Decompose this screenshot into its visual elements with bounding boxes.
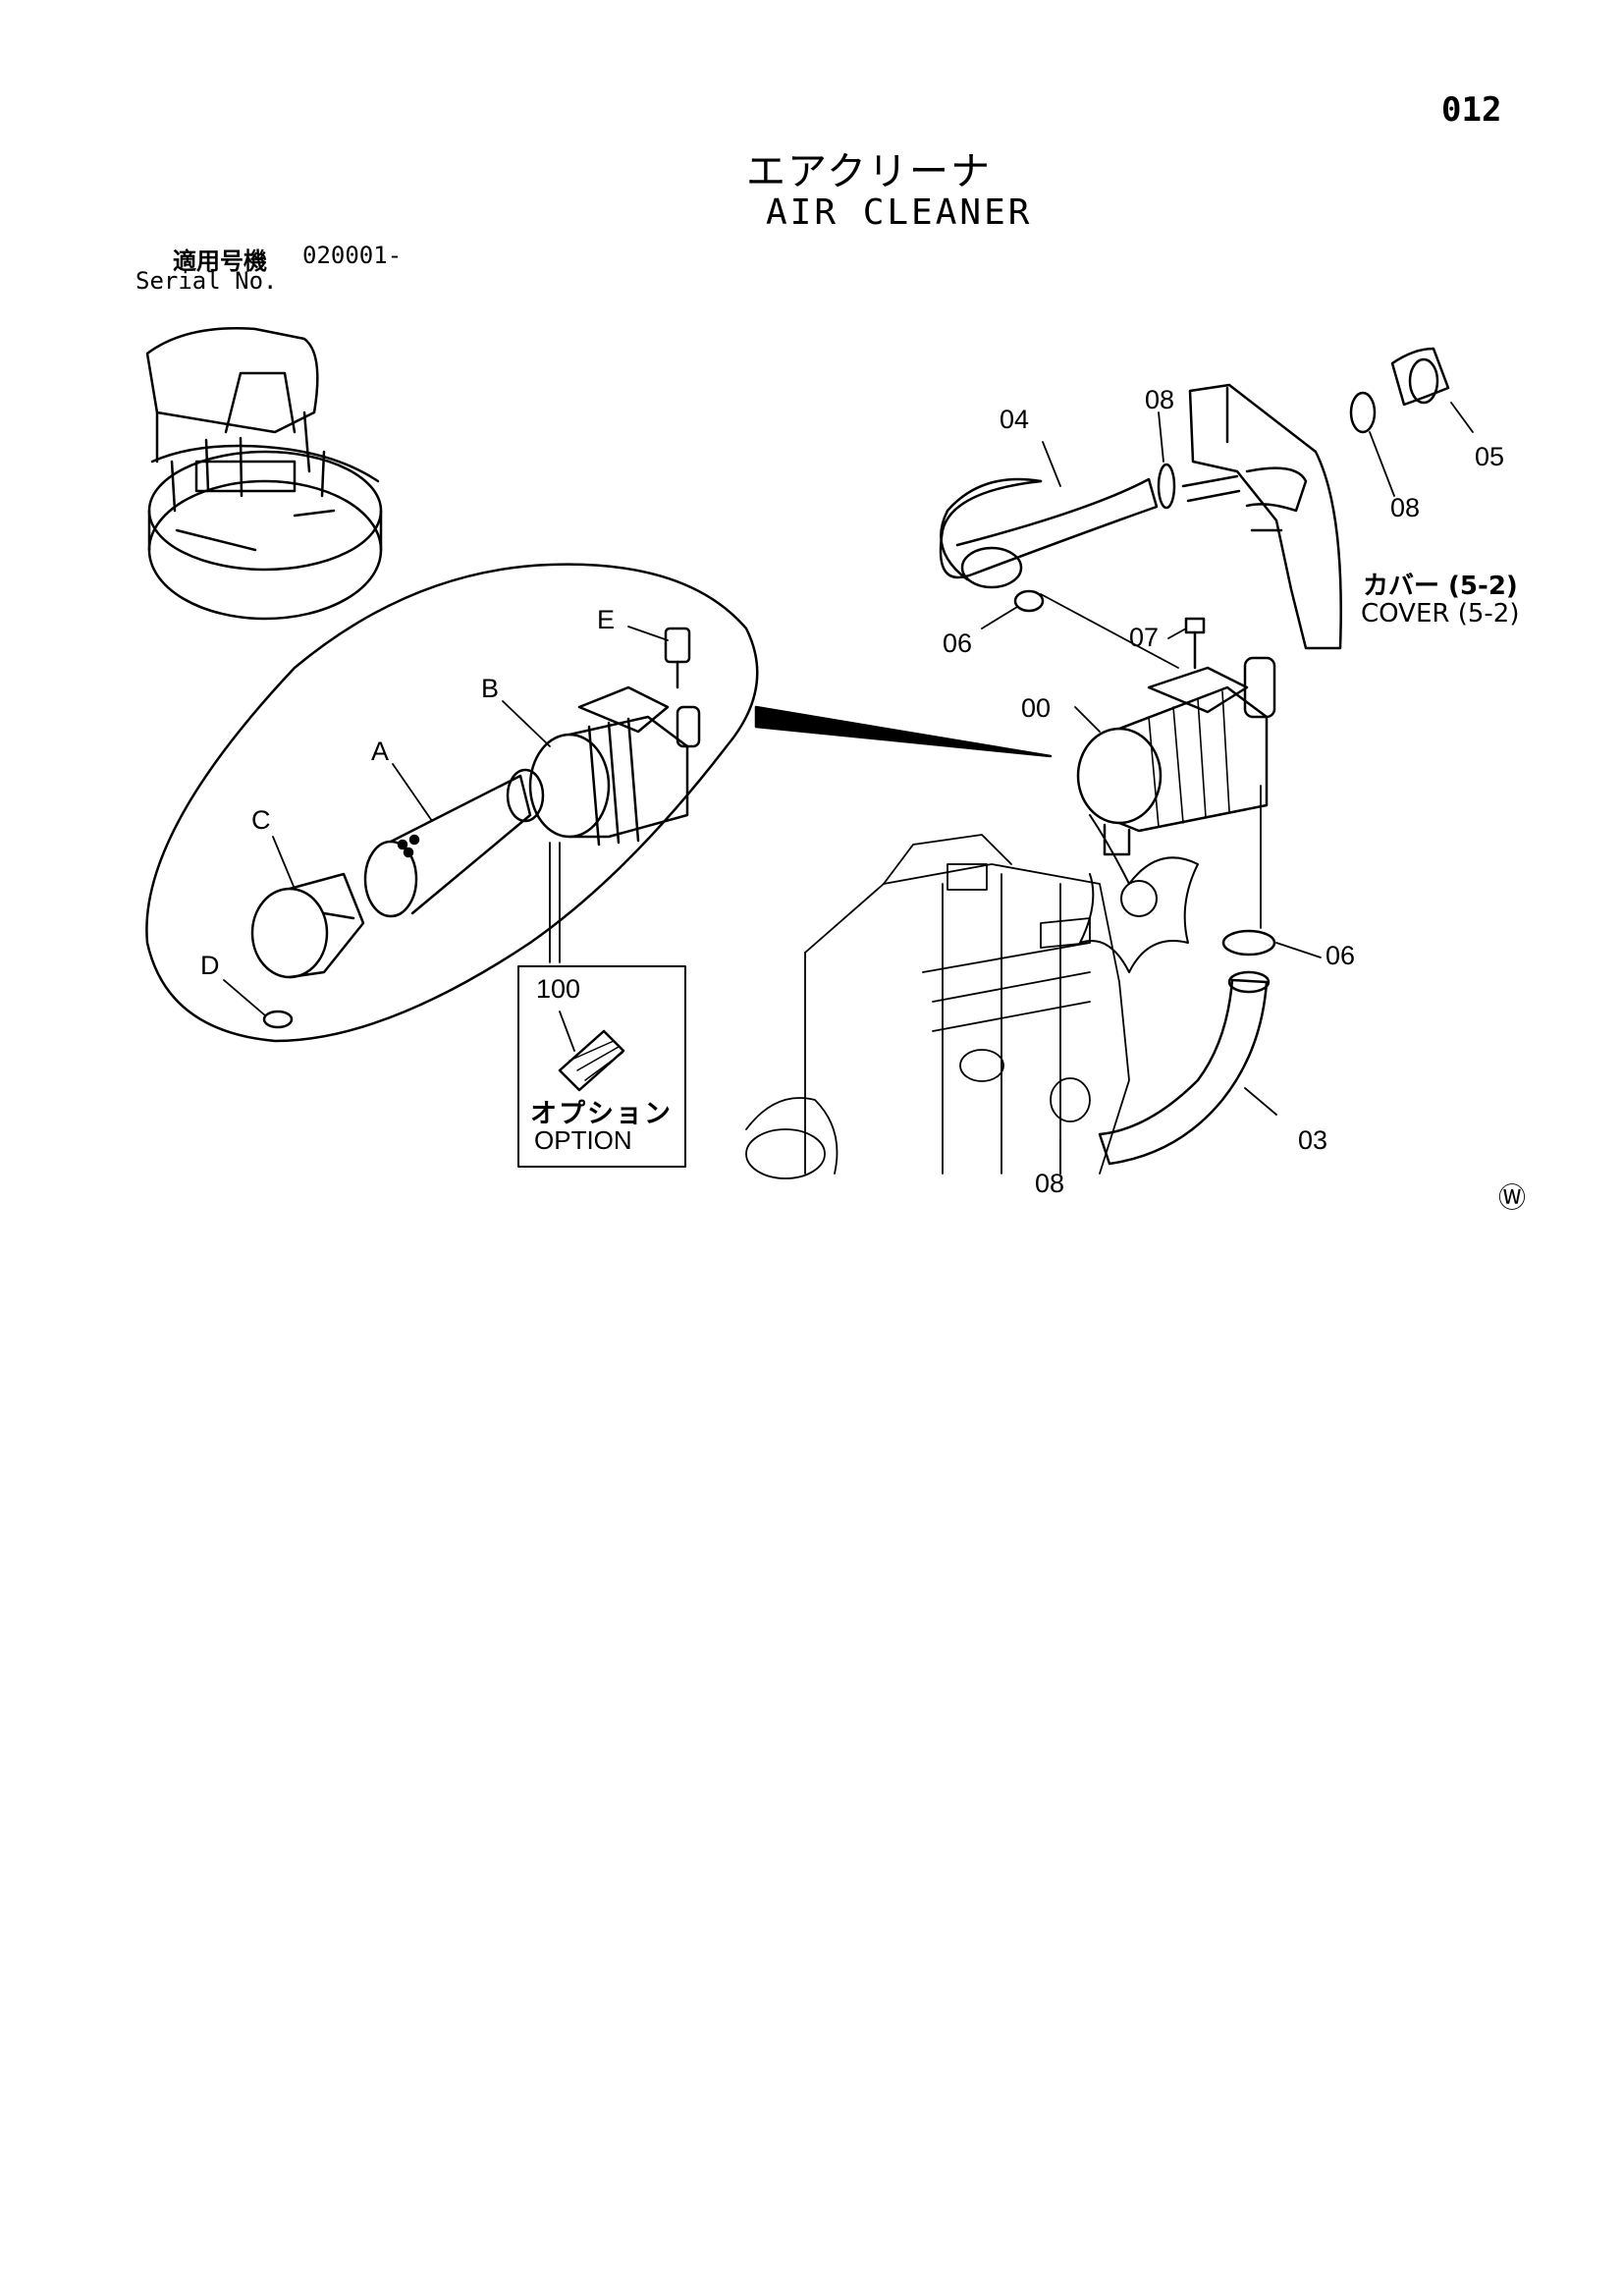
callout-07: 07	[1129, 623, 1160, 652]
option-label-english: OPTION	[534, 1125, 632, 1155]
part-e-shape	[664, 627, 691, 689]
cover-label-japanese: カバー (5-2)	[1363, 572, 1518, 601]
clamp-06-left-shape	[1013, 589, 1045, 613]
air-cleaner-00-shape	[1076, 656, 1276, 856]
machine-thumbnail	[145, 327, 383, 621]
part-b-shape	[528, 685, 701, 847]
serial-value: 020001-	[302, 242, 403, 269]
part-a-shape	[363, 768, 545, 918]
cooling-fan-shape	[1079, 814, 1199, 973]
option-box	[517, 965, 686, 1168]
callout-100: 100	[536, 974, 581, 1004]
clamp-08-top-shape	[1157, 463, 1176, 510]
intake-pipe-shape	[1181, 474, 1241, 503]
hose-03-shape	[1098, 970, 1271, 1166]
callout-08-right: 08	[1390, 493, 1421, 522]
serial-label-japanese: 適用号機	[173, 247, 267, 275]
clamp-08-right-shape	[1349, 391, 1377, 434]
cover-label-english: COVER (5-2)	[1361, 599, 1520, 629]
callout-a: A	[371, 737, 390, 766]
bubble-pointer	[754, 705, 1053, 758]
callout-08-top: 08	[1145, 385, 1175, 414]
callout-06-left: 06	[943, 629, 973, 658]
callout-06-right: 06	[1325, 941, 1356, 970]
bubble-leader-lines	[223, 626, 669, 1016]
title-english: AIR CLEANER	[766, 192, 1033, 233]
part-d-shape	[262, 1010, 294, 1029]
hose-05-shape	[1390, 347, 1450, 407]
callout-d: D	[200, 951, 220, 980]
detail-bubble-outline	[145, 563, 759, 1043]
option-label-japanese: オプション	[530, 1099, 673, 1129]
clamp-06-right-shape	[1221, 929, 1276, 957]
part-c-shape	[250, 872, 365, 979]
assembly-leader-lines	[981, 402, 1474, 1175]
callout-e: E	[597, 605, 616, 634]
callout-08-bottom: 08	[1035, 1169, 1065, 1198]
corner-mark: Ⓦ	[1498, 1181, 1527, 1214]
callout-b: B	[481, 674, 500, 703]
page-number: 012	[1441, 90, 1502, 130]
bolt-07-shape	[1184, 617, 1206, 670]
callout-03: 03	[1298, 1125, 1328, 1155]
cover-bracket-shape	[1188, 383, 1342, 650]
engine-block-shape	[745, 834, 1130, 1179]
serial-label-english: Serial No.	[135, 267, 278, 295]
callout-c: C	[251, 805, 271, 835]
title-japanese: エアクリーナ	[746, 149, 992, 194]
callout-00: 00	[1021, 693, 1052, 723]
callout-05: 05	[1475, 442, 1505, 471]
hose-04-shape	[939, 477, 1159, 589]
callout-04: 04	[1000, 405, 1030, 434]
